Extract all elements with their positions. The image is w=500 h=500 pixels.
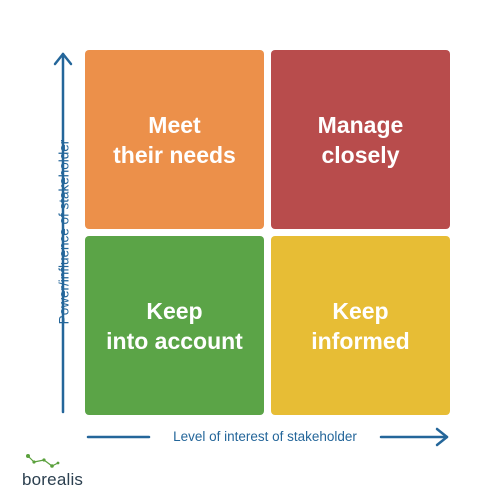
logo-wordmark: borealis: [22, 470, 84, 489]
quadrant-title-line1: Keep: [332, 297, 389, 324]
quadrant-title-line1: Manage: [317, 111, 404, 138]
quadrant-title-line2: closely: [321, 141, 400, 168]
x-axis-arrow-icon: [86, 427, 449, 447]
quadrant-title-line2: into account: [106, 327, 243, 354]
quadrant-title-line2: their needs: [113, 141, 236, 168]
y-axis-label: Power/influence of stakeholder: [56, 139, 72, 325]
y-axis-arrow-icon: [53, 52, 73, 414]
x-axis-label: Level of interest of stakeholder: [173, 429, 357, 444]
quadrant-manage-closely: Manage closely: [271, 50, 450, 229]
quadrant-meet-their-needs: Meet their needs: [85, 50, 264, 229]
quadrant-title-line1: Meet: [148, 111, 201, 138]
x-axis-label-wrap: Level of interest of stakeholder: [0, 429, 500, 444]
quadrant-title-line1: Keep: [146, 297, 203, 324]
quadrant-keep-into-account: Keep into account: [85, 236, 264, 415]
constellation-icon: [26, 454, 60, 468]
quadrant-title-line2: informed: [311, 327, 410, 354]
quadrant-keep-informed: Keep informed: [271, 236, 450, 415]
